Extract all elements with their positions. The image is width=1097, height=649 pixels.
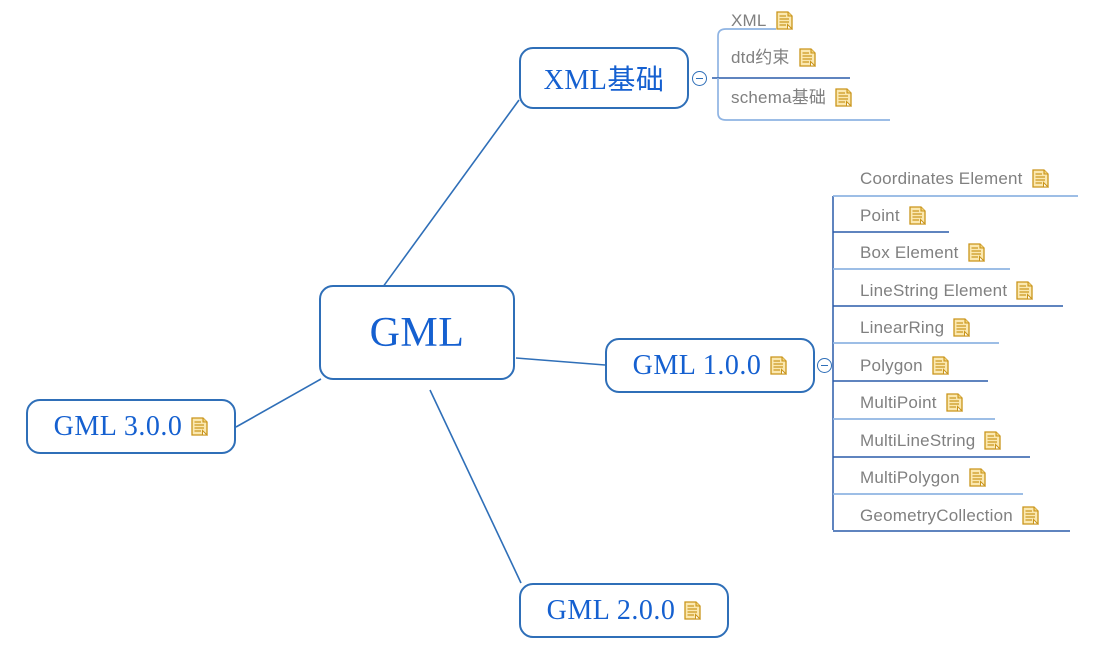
leaf-item[interactable]: MultiPoint: [860, 393, 963, 415]
leaf-label: MultiPolygon: [860, 468, 960, 487]
note-icon[interactable]: [1022, 506, 1039, 525]
branch-node-label-gml-2-0-0: GML 2.0.0: [546, 594, 676, 626]
collapse-minus-icon-gml-1-0-0[interactable]: [817, 358, 832, 373]
branch-node-label-gml-3-0-0: GML 3.0.0: [53, 410, 183, 442]
leaf-label: dtd约束: [731, 48, 790, 67]
leaf-item[interactable]: GeometryCollection: [860, 506, 1039, 528]
branch-node-gml-2-0-0[interactable]: GML 2.0.0: [519, 583, 729, 638]
leaf-item[interactable]: MultiPolygon: [860, 468, 986, 490]
leaf-label: MultiPoint: [860, 393, 937, 412]
leaf-label: GeometryCollection: [860, 506, 1013, 525]
leaf-item[interactable]: XML: [731, 11, 793, 33]
root-node-gml[interactable]: GML: [319, 285, 515, 380]
note-icon[interactable]: [969, 468, 986, 487]
root-node-label: GML: [369, 309, 465, 356]
leaf-label: LineString Element: [860, 281, 1008, 300]
note-icon[interactable]: [932, 356, 949, 375]
leaf-item[interactable]: dtd约束: [731, 48, 816, 70]
note-icon[interactable]: [835, 88, 853, 107]
note-icon[interactable]: [953, 318, 971, 337]
note-icon[interactable]: [1016, 281, 1034, 300]
leaf-item[interactable]: Point: [860, 206, 926, 228]
leaf-item[interactable]: schema基础: [731, 88, 853, 110]
leaf-item[interactable]: Coordinates Element: [860, 169, 1049, 191]
note-icon[interactable]: [798, 48, 816, 67]
note-icon[interactable]: [770, 356, 788, 375]
leaf-label: Point: [860, 206, 900, 225]
note-icon[interactable]: [945, 393, 963, 412]
branch-node-label-xml-basics: XML基础: [543, 65, 665, 96]
leaf-label: XML: [731, 11, 767, 30]
leaf-label: Box Element: [860, 243, 959, 262]
leaf-label: LinearRing: [860, 318, 945, 337]
branch-node-xml-basics[interactable]: XML基础: [519, 47, 689, 109]
leaf-item[interactable]: Box Element: [860, 243, 985, 265]
leaf-label: schema基础: [731, 88, 827, 107]
note-icon[interactable]: [967, 243, 985, 262]
note-icon[interactable]: [191, 417, 209, 436]
note-icon[interactable]: [775, 11, 793, 30]
branch-node-gml-1-0-0[interactable]: GML 1.0.0: [605, 338, 815, 393]
note-icon[interactable]: [1031, 169, 1049, 188]
note-icon[interactable]: [684, 601, 702, 620]
note-icon[interactable]: [909, 206, 926, 225]
leaf-label: Coordinates Element: [860, 169, 1023, 188]
leaf-item[interactable]: Polygon: [860, 356, 949, 378]
leaf-item[interactable]: LineString Element: [860, 281, 1034, 303]
leaf-label: Polygon: [860, 356, 923, 375]
note-icon[interactable]: [984, 431, 1002, 450]
branch-node-gml-3-0-0[interactable]: GML 3.0.0: [26, 399, 236, 454]
collapse-minus-icon-xml-basics[interactable]: [692, 71, 707, 86]
leaf-item[interactable]: MultiLineString: [860, 431, 1002, 453]
leaf-item[interactable]: LinearRing: [860, 318, 971, 340]
leaf-label: MultiLineString: [860, 431, 976, 450]
branch-node-label-gml-1-0-0: GML 1.0.0: [632, 349, 762, 381]
